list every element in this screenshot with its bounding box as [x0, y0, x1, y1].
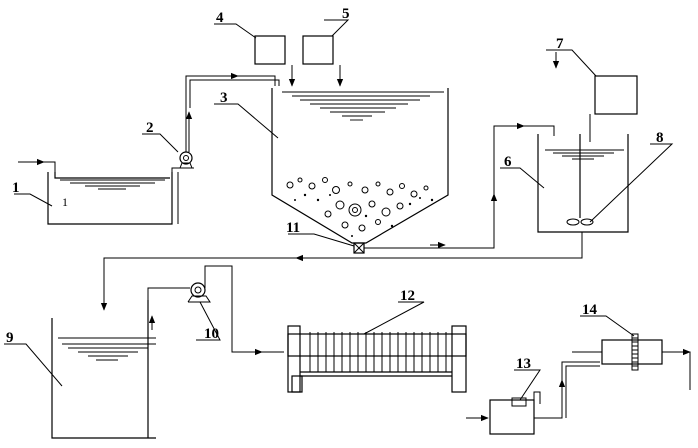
label-9: 9	[6, 330, 14, 346]
label-3: 3	[220, 90, 228, 106]
label-6: 6	[504, 154, 512, 170]
reactor-3	[271, 88, 449, 254]
label-8: 8	[656, 130, 664, 146]
label-5: 5	[342, 6, 350, 22]
label-1: 1	[12, 180, 20, 196]
label-13: 13	[516, 356, 531, 372]
dosing-tank-4	[254, 35, 296, 87]
tank-1	[18, 158, 179, 225]
dosing-tank-7	[552, 52, 638, 142]
filter-press-12	[287, 325, 467, 393]
label-14: 14	[582, 302, 598, 318]
filter-press-plates	[309, 332, 447, 372]
pump-2	[176, 108, 194, 169]
mixer-8	[566, 134, 594, 226]
column-14	[572, 333, 691, 390]
tank-6-liquid	[545, 149, 624, 160]
label-7: 7	[556, 36, 564, 52]
tank-6	[100, 134, 629, 311]
label-10: 10	[204, 326, 219, 342]
label-12: 12	[400, 288, 415, 304]
unit-13	[466, 361, 600, 435]
tank-9-liquid	[62, 343, 156, 361]
pump-10	[187, 265, 284, 356]
dosing-tank-5	[302, 35, 344, 87]
tank-1-liquid	[60, 179, 165, 190]
label-2: 2	[146, 120, 154, 136]
leader-lines	[4, 19, 674, 401]
tank-9	[51, 287, 190, 439]
reactor-3-liquid	[282, 91, 444, 121]
label-1-inner: 1	[62, 195, 68, 209]
reactor-3-sludge	[286, 177, 434, 237]
label-11: 11	[286, 220, 300, 236]
label-4: 4	[216, 10, 224, 26]
